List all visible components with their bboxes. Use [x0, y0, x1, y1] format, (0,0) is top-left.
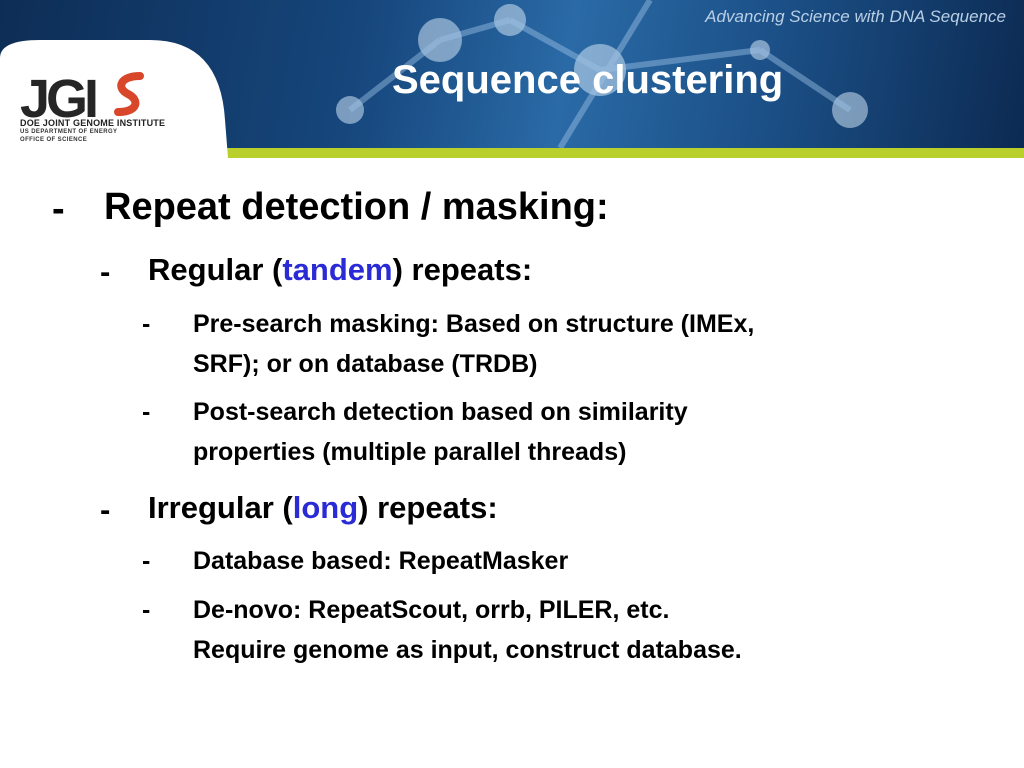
slide-title: Sequence clustering: [392, 58, 784, 102]
regular-item-1-line2: SRF); or on database (TRDB): [193, 350, 538, 378]
bullet-dash: -: [142, 596, 151, 624]
bullet-regular: Regular (tandem) repeats:: [148, 252, 532, 288]
bullet-regular-highlight: tandem: [282, 252, 393, 287]
dna-background-art: [336, 0, 868, 148]
bullet-irregular-highlight: long: [292, 490, 359, 525]
bullet-regular-pre: Regular (: [148, 252, 283, 287]
logo-institute-name: DOE JOINT GENOME INSTITUTE: [20, 118, 166, 128]
bullet-dash: -: [142, 547, 151, 575]
bullet-regular-post: ) repeats:: [392, 252, 533, 287]
header-accent-band: [0, 148, 1024, 158]
bullet-irregular-pre: Irregular (: [148, 490, 293, 525]
bullet-dash: -: [52, 188, 65, 230]
logo-background-shape: [0, 40, 228, 158]
irregular-item-2-line1: De-novo: RepeatScout, orrb, PILER, etc.: [193, 596, 670, 624]
logo-department: US DEPARTMENT OF ENERGY: [20, 129, 118, 135]
header-tagline: Advancing Science with DNA Sequence: [705, 7, 1006, 26]
irregular-item-1-line1: Database based: RepeatMasker: [193, 547, 569, 575]
logo-letters: JGI: [20, 69, 99, 129]
bullet-irregular: Irregular (long) repeats:: [148, 490, 498, 526]
bullet-dash: -: [142, 398, 151, 426]
bullet-dash: -: [100, 254, 111, 289]
bullet-irregular-post: ) repeats:: [358, 490, 498, 525]
bullet-main: Repeat detection / masking:: [104, 186, 609, 228]
logo-office: OFFICE OF SCIENCE: [20, 137, 88, 143]
regular-item-2-line2: properties (multiple parallel threads): [193, 438, 627, 466]
bullet-dash: -: [142, 310, 151, 338]
regular-item-2-line1: Post-search detection based on similarit…: [193, 398, 688, 426]
logo-swoosh-icon: [114, 72, 144, 116]
bullet-dash: -: [100, 492, 111, 527]
irregular-item-2-line2: Require genome as input, construct datab…: [193, 636, 742, 664]
regular-item-1-line1: Pre-search masking: Based on structure (…: [193, 310, 755, 338]
jgi-logo: JGI DOE JOINT GENOME INSTITUTE US DEPART…: [0, 0, 260, 158]
